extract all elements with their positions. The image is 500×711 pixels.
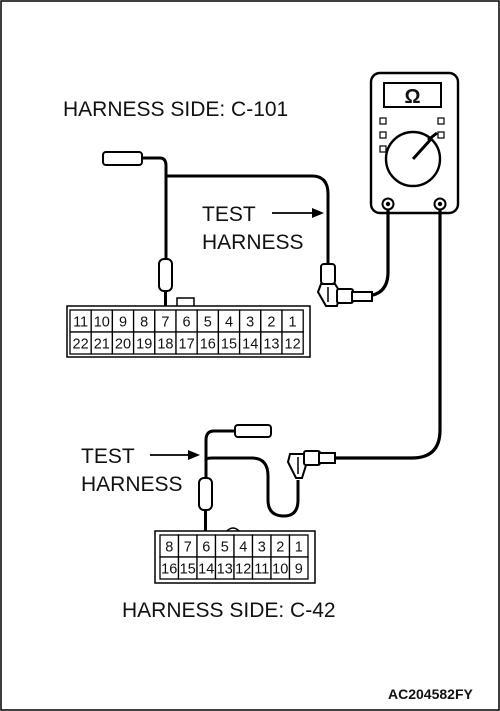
c42-pin-number: 12 <box>235 562 251 578</box>
figure-code: AC204582FY <box>388 686 473 702</box>
c42-pin-number: 11 <box>254 562 269 578</box>
test-harness-label-2-line1: TEST <box>81 445 135 468</box>
harness-side-c42-label: HARNESS SIDE: C-42 <box>122 599 336 622</box>
c101-pin-number: 16 <box>200 337 216 353</box>
c101-pin-number: 7 <box>161 315 169 331</box>
pointer-arrow-1 <box>272 208 324 218</box>
c42-pin-number: 15 <box>180 562 196 578</box>
c101-pin-number: 9 <box>119 315 127 331</box>
ohmmeter: Ω <box>369 71 460 215</box>
c42-pin-number: 3 <box>258 540 266 556</box>
test-harness-c42 <box>198 424 300 534</box>
c101-pin-number: 19 <box>136 337 152 353</box>
meter-dial-pointer <box>411 136 434 161</box>
meter-lead-left <box>352 210 390 298</box>
test-harness-c101 <box>102 151 330 310</box>
c101-pin-number: 10 <box>94 315 110 331</box>
c101-pin-number: 13 <box>263 337 279 353</box>
meter-range-mark <box>379 117 387 125</box>
c101-pin-number: 11 <box>73 315 88 331</box>
c101-pin-number: 4 <box>225 315 233 331</box>
probe-pin-c42 <box>198 477 213 511</box>
meter-display <box>383 82 442 108</box>
c42-pin-number: 5 <box>221 540 229 556</box>
meter-range-mark <box>437 131 445 139</box>
c42-pin-number: 16 <box>161 562 177 578</box>
c101-pin-number: 2 <box>267 315 275 331</box>
test-harness-label-1-line2: HARNESS <box>202 231 304 254</box>
c101-pin-cell <box>281 331 304 355</box>
c101-pin-number: 5 <box>204 315 212 331</box>
probe-pin-c101 <box>158 258 173 292</box>
meter-range-mark <box>379 145 387 153</box>
pointer-arrow-2 <box>150 450 200 460</box>
meter-range-mark <box>379 131 387 139</box>
c42-pin-number: 1 <box>295 540 303 556</box>
c42-pin-cell <box>288 556 309 580</box>
c101-pin-number: 14 <box>242 337 258 353</box>
c101-pin-number: 17 <box>179 337 195 353</box>
c42-pin-number: 10 <box>272 562 288 578</box>
test-harness-label-2-line2: HARNESS <box>81 473 183 496</box>
c42-pin-number: 7 <box>184 540 192 556</box>
c101-pin-number: 6 <box>183 315 191 331</box>
meter-range-mark <box>437 117 445 125</box>
c42-pin-number: 14 <box>198 562 214 578</box>
c42-pin-number: 4 <box>239 540 247 556</box>
c101-pin-number: 1 <box>289 315 297 331</box>
c42-pin-number: 2 <box>276 540 284 556</box>
c101-pin-number: 22 <box>73 337 89 353</box>
c101-pin-number: 3 <box>246 315 254 331</box>
c42-pin-number: 6 <box>202 540 210 556</box>
c101-pin-number: 8 <box>140 315 148 331</box>
c42-pin-number: 13 <box>217 562 233 578</box>
alligator-clip-c42 <box>286 450 336 479</box>
c101-pin-number: 20 <box>115 337 131 353</box>
c101-pin-number: 12 <box>285 337 301 353</box>
test-harness-label-1-line1: TEST <box>202 203 256 226</box>
c101-pin-number: 18 <box>157 337 173 353</box>
harness-side-c101-label: HARNESS SIDE: C-101 <box>63 98 288 121</box>
c42-pin-number: 9 <box>295 562 303 578</box>
c101-pin-number: 21 <box>94 337 110 353</box>
meter-lead-right <box>334 210 442 460</box>
c42-pin-number: 8 <box>165 540 173 556</box>
c101-pin-number: 15 <box>221 337 237 353</box>
meter-ohm-symbol: Ω <box>404 86 420 108</box>
alligator-clip-c101 <box>316 263 373 307</box>
